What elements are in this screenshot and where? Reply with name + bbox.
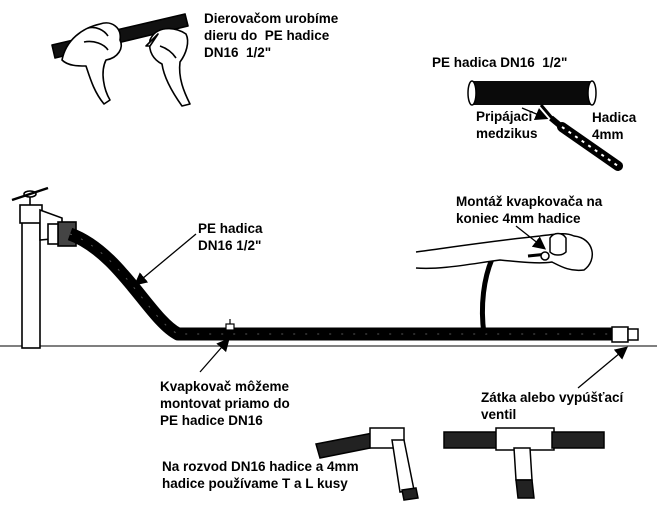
- hose-4mm-label: Hadica 4mm: [592, 110, 637, 142]
- end-cap: [611, 326, 639, 343]
- dripper-mount-label: Montáž kvapkovača na koniec 4mm hadice: [456, 194, 603, 226]
- t-fitting-illustration: [443, 427, 605, 499]
- connector-label: Pripájací medzikus: [476, 109, 538, 141]
- l-fitting-illustration: [315, 427, 419, 501]
- faucet-illustration: [11, 186, 77, 349]
- dripper-direct-label: Kvapkovač môžeme montovat priamo do PE h…: [160, 379, 290, 428]
- arrow-dripper-direct: [199, 338, 230, 373]
- pe-hose-main: [67, 227, 616, 341]
- connector-illustration: [467, 80, 623, 171]
- end-cap-label: Zátka alebo vypúšťací ventil: [481, 390, 624, 422]
- pe-hose-main-label: PE hadica DN16 1/2": [198, 221, 263, 253]
- dripper-on-hose: [225, 319, 235, 331]
- hands-punch-illustration: [51, 13, 191, 107]
- pe-hose-top-label: PE hadica DN16 1/2": [432, 55, 568, 70]
- fittings-label: Na rozvod DN16 hadice a 4mm hadice použí…: [162, 459, 359, 491]
- punch-caption: Dierovačom urobíme dieru do PE hadice DN…: [204, 11, 339, 60]
- arrow-connector: [521, 107, 549, 120]
- arrow-end-cap: [577, 346, 628, 389]
- dripper-mount-illustration: [415, 232, 594, 335]
- arrow-pe-main: [134, 233, 197, 286]
- arrow-dripper-mount: [515, 225, 547, 250]
